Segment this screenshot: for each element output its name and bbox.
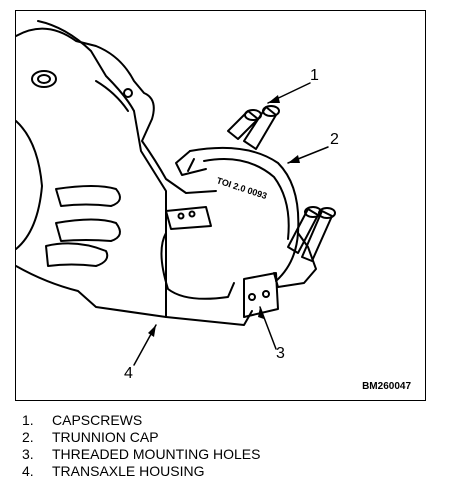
callout-3: 3	[276, 345, 285, 362]
arrowhead-2	[288, 155, 300, 163]
legend: 1. CAPSCREWS 2. TRUNNION CAP 3. THREADED MO…	[22, 412, 260, 480]
legend-item: 2. TRUNNION CAP	[22, 429, 260, 446]
transaxle-housing	[16, 20, 253, 326]
capscrews	[227, 105, 336, 262]
trunnion-cap	[160, 146, 317, 318]
arrowhead-4	[148, 325, 156, 337]
callout-2: 2	[330, 131, 339, 148]
figure-id: BM260047	[362, 381, 411, 392]
legend-label: THREADED MOUNTING HOLES	[52, 446, 261, 462]
legend-num: 1.	[22, 412, 34, 428]
legend-num: 3.	[22, 446, 34, 462]
legend-num: 4.	[22, 463, 34, 479]
legend-label: CAPSCREWS	[52, 412, 143, 428]
arrowhead-1	[268, 95, 280, 103]
callout-1: 1	[310, 67, 319, 84]
legend-label: TRUNNION CAP	[52, 429, 159, 445]
legend-item: 3. THREADED MOUNTING HOLES	[22, 446, 260, 463]
legend-label: TRANSAXLE HOUSING	[52, 463, 205, 479]
legend-num: 2.	[22, 429, 34, 445]
legend-item: 1. CAPSCREWS	[22, 412, 260, 429]
trunnion-illustration: TOI 2.0 0093	[16, 20, 336, 366]
engraving-text: TOI 2.0 0093	[215, 175, 268, 201]
callout-4: 4	[124, 365, 133, 382]
arrowhead-3	[258, 307, 264, 319]
legend-item: 4. TRANSAXLE HOUSING	[22, 463, 260, 480]
figure-frame: TOI 2.0 0093 1 2 3 4 BM260047	[15, 10, 426, 401]
